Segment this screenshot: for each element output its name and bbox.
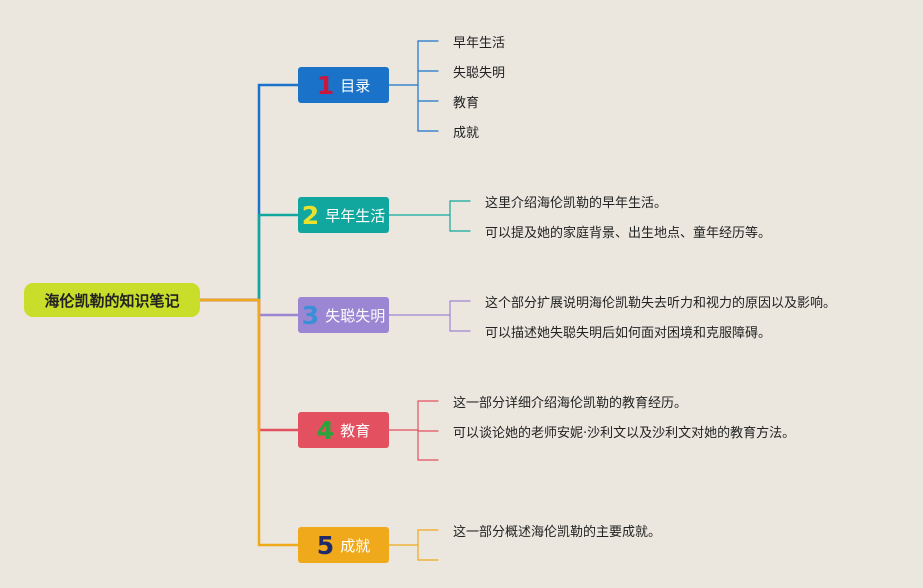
leaf-topic[interactable]: 可以谈论她的老师安妮·沙利文以及沙利文对她的教育方法。 — [453, 426, 796, 441]
leaf-topic[interactable]: 这个部分扩展说明海伦凯勒失去听力和视力的原因以及影响。 — [485, 296, 837, 311]
branch-connector — [200, 213, 298, 302]
branch-node-2[interactable]: 2 早年生活 — [298, 197, 389, 233]
leaf-topic[interactable]: 早年生活 — [453, 36, 506, 51]
leaf-topic[interactable]: 这里介绍海伦凯勒的早年生活。 — [485, 196, 668, 211]
leaf-topic[interactable]: 失聪失明 — [453, 66, 506, 81]
branch-connector — [200, 298, 298, 547]
leaf-topic[interactable]: 教育 — [453, 96, 480, 111]
leaf-topic[interactable]: 这一部分概述海伦凯勒的主要成就。 — [453, 525, 662, 540]
branch-number: 3 — [301, 300, 320, 330]
branch-node-4[interactable]: 4 教育 — [298, 412, 389, 448]
leaf-topic[interactable]: 这一部分详细介绍海伦凯勒的教育经历。 — [453, 396, 688, 411]
branch-label: 目录 — [340, 76, 371, 95]
branch-node-3[interactable]: 3 失聪失明 — [298, 297, 389, 333]
leaf-topic[interactable]: 可以描述她失聪失明后如何面对困境和克服障碍。 — [485, 326, 772, 341]
branch-number: 2 — [301, 200, 320, 230]
leaf-topic[interactable]: 可以提及她的家庭背景、出生地点、童年经历等。 — [485, 226, 772, 241]
branch-label: 早年生活 — [325, 206, 386, 225]
branch-connector — [200, 298, 298, 432]
branch-number: 5 — [316, 530, 335, 560]
branch-node-1[interactable]: 1 目录 — [298, 67, 389, 103]
branch-connector — [200, 83, 298, 302]
root-topic[interactable]: 海伦凯勒的知识笔记 — [24, 283, 200, 317]
leaf-topic[interactable]: 成就 — [453, 126, 480, 141]
root-topic-label: 海伦凯勒的知识笔记 — [44, 291, 180, 310]
branch-node-5[interactable]: 5 成就 — [298, 527, 389, 563]
branch-number: 1 — [316, 70, 335, 100]
branch-label: 成就 — [340, 536, 371, 555]
branch-label: 教育 — [340, 421, 371, 440]
branch-connector — [200, 298, 298, 317]
branch-number: 4 — [316, 415, 335, 445]
branch-label: 失聪失明 — [325, 306, 386, 325]
